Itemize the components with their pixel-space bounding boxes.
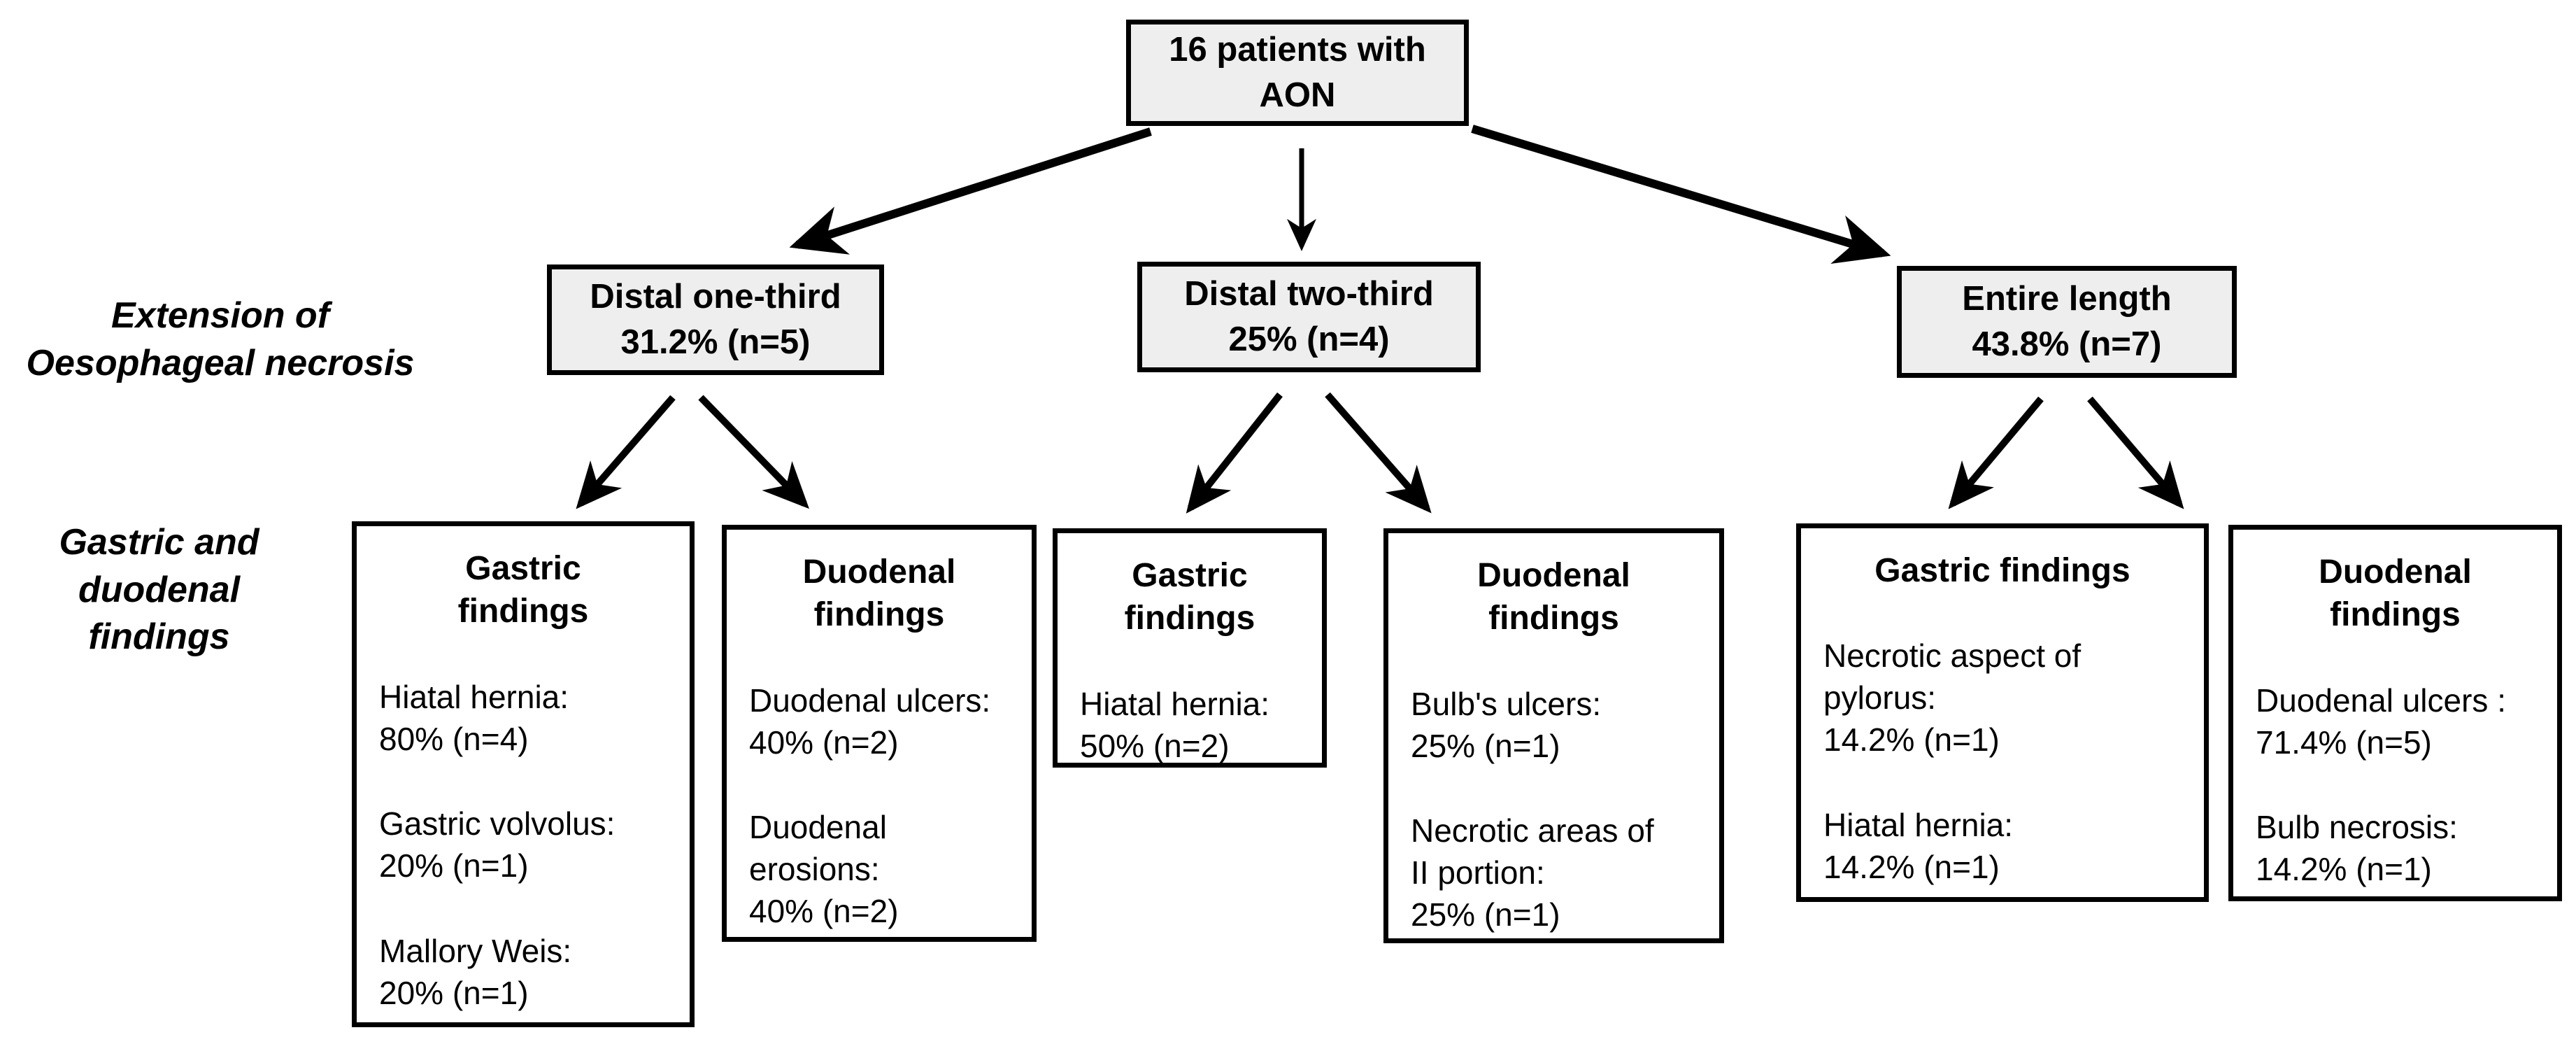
findings-box-duodenal-two-third: Duodenal findings Bulb's ulcers: 25% (n=… — [1383, 528, 1724, 943]
findings-item: Duodenal erosions: 40% (n=2) — [749, 809, 899, 930]
findings-item: Gastric volvolus: 20% (n=1) — [379, 805, 615, 884]
row-label-gastric-duodenal-findings: Gastric and duodenal findings — [59, 522, 259, 658]
findings-box-gastric-one-third: Gastric findings Hiatal hernia: 80% (n=4… — [352, 521, 695, 1027]
arrow-entire-length-to-gastric — [1948, 396, 2044, 509]
root-box-16-patients-aon: 16 patients with AON — [1126, 20, 1469, 126]
findings-box-title: Duodenal findings — [802, 553, 956, 634]
findings-item: Bulb's ulcers: 25% (n=1) — [1411, 685, 1602, 764]
findings-item: Duodenal ulcers: 40% (n=2) — [749, 682, 991, 761]
arrow-one-third-to-duodenal — [698, 395, 809, 509]
arrow-entire-length-to-duodenal — [2087, 396, 2184, 509]
findings-item: Necrotic areas of II portion: 25% (n=1) — [1411, 812, 1654, 933]
extension-box-distal-two-third: Distal two-third 25% (n=4) — [1137, 262, 1481, 372]
row-label-extension: Extension of Oesophageal necrosis — [26, 295, 415, 383]
extension-box-entire-length: Entire length 43.8% (n=7) — [1897, 266, 2237, 378]
findings-box-title: Gastric findings — [1124, 557, 1255, 637]
arrow-two-third-to-duodenal — [1325, 392, 1432, 514]
arrow-root-to-entire-length — [1471, 125, 1891, 264]
findings-item: Mallory Weis: 20% (n=1) — [379, 933, 572, 1011]
findings-item: Duodenal ulcers : 71.4% (n=5) — [2256, 682, 2506, 761]
findings-item: Bulb necrosis: 14.2% (n=1) — [2256, 809, 2458, 888]
findings-box-title: Duodenal findings — [2319, 553, 2472, 634]
findings-box-duodenal-entire-length: Duodenal findings Duodenal ulcers : 71.4… — [2228, 525, 2562, 901]
findings-box-gastric-two-third: Gastric findings Hiatal hernia: 50% (n=2… — [1053, 528, 1327, 768]
findings-item: Hiatal hernia: 80% (n=4) — [379, 678, 569, 757]
findings-box-title: Gastric findings — [457, 550, 589, 630]
findings-box-title: Duodenal findings — [1477, 557, 1630, 637]
arrow-one-third-to-gastric — [576, 395, 676, 509]
extension-box-distal-one-third: Distal one-third 31.2% (n=5) — [547, 264, 884, 375]
arrow-root-to-distal-one-third — [789, 127, 1152, 255]
findings-item: Hiatal hernia: 50% (n=2) — [1080, 685, 1270, 764]
findings-item: Hiatal hernia: 14.2% (n=1) — [1823, 806, 2014, 885]
findings-box-gastric-entire-length: Gastric findings Necrotic aspect of pylo… — [1796, 523, 2209, 902]
findings-box-duodenal-one-third: Duodenal findings Duodenal ulcers: 40% (… — [722, 525, 1037, 942]
arrow-two-third-to-gastric — [1186, 392, 1283, 514]
findings-box-title: Gastric findings — [1874, 552, 2130, 589]
findings-item: Necrotic aspect of pylorus: 14.2% (n=1) — [1823, 637, 2082, 759]
